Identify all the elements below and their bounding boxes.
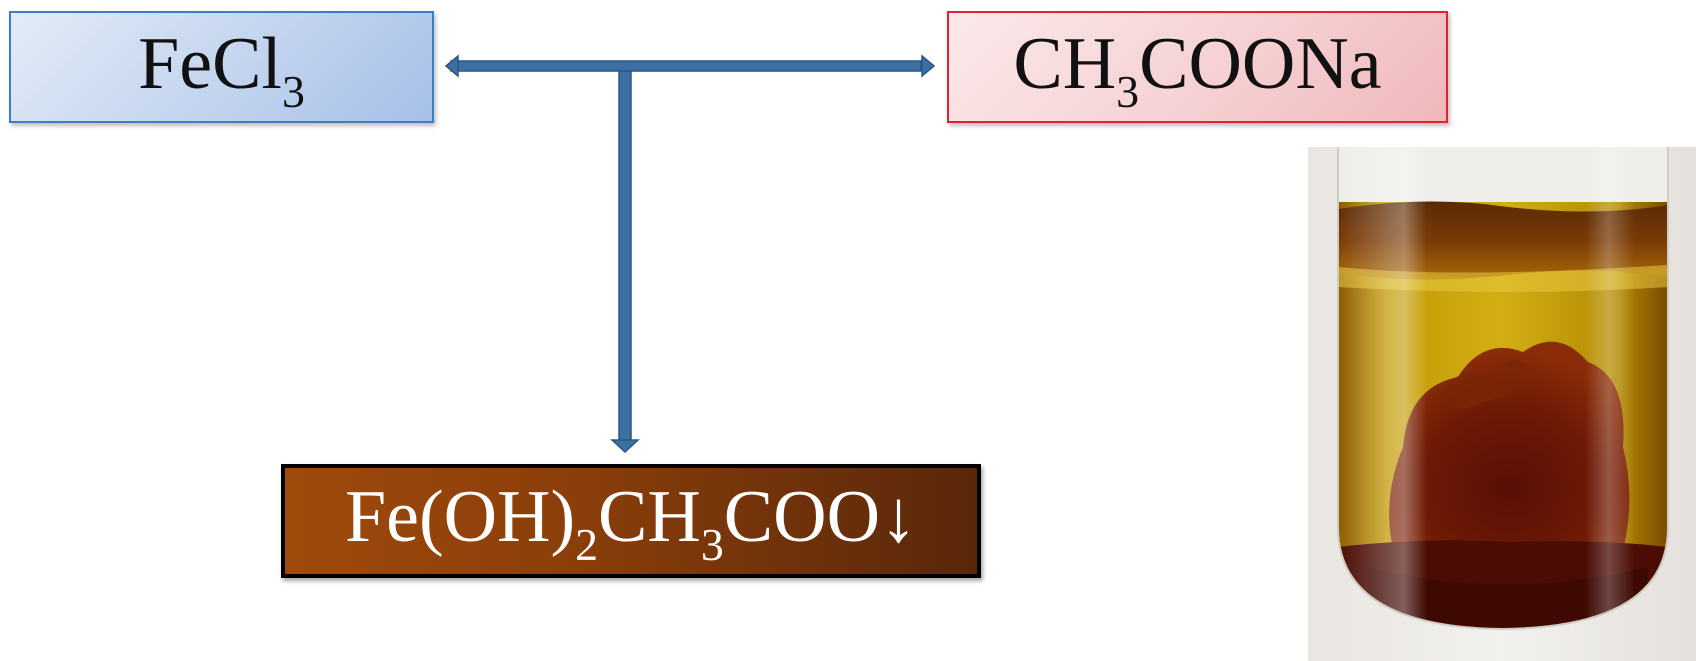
glass-highlight: [1338, 147, 1668, 629]
product-formula: Fe(OH)2CH3COO↓: [345, 480, 917, 568]
formula-part: COO↓: [723, 476, 918, 558]
reactant-box-fecl3: FeCl3: [9, 11, 434, 123]
formula-part: CH: [598, 476, 701, 558]
formula-part: CH: [1013, 23, 1117, 105]
reactant-box-sodium-acetate: CH3COONa: [947, 11, 1448, 123]
tube-outline: [1337, 147, 1669, 631]
vertical-down-arrow: [610, 70, 640, 454]
test-tube: [1338, 147, 1668, 629]
reactant-formula-sodium-acetate: CH3COONa: [1013, 27, 1381, 115]
formula-part: Fe(OH): [344, 476, 576, 558]
formula-subscript: 3: [281, 66, 305, 118]
product-box: Fe(OH)2CH3COO↓: [281, 464, 981, 578]
test-tube-photo: [1308, 147, 1696, 661]
horizontal-double-arrow: [444, 54, 936, 78]
formula-subscript: 3: [1116, 66, 1140, 118]
formula-subscript: 2: [575, 519, 599, 571]
formula-part: FeCl: [138, 23, 282, 105]
reactant-formula-fecl3: FeCl3: [138, 27, 305, 115]
formula-part: COONa: [1139, 23, 1382, 105]
formula-subscript: 3: [700, 519, 724, 571]
